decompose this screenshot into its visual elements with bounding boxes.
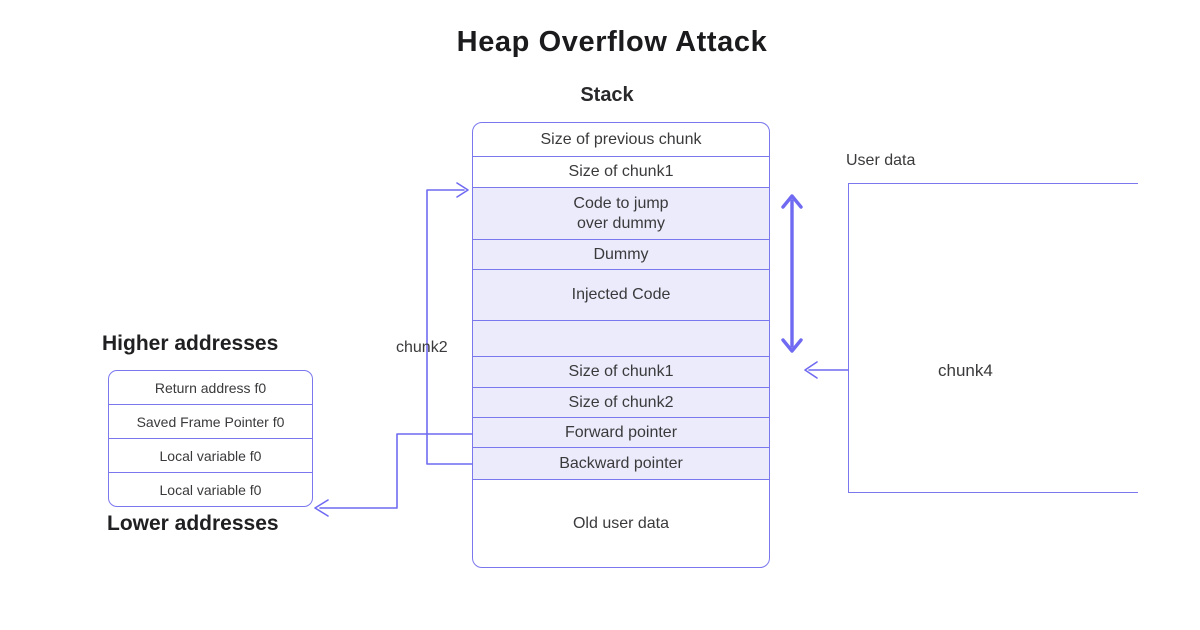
stack-row-backward-pointer: Backward pointer	[473, 447, 769, 479]
stack-frame-box: Return address f0 Saved Frame Pointer f0…	[108, 370, 313, 507]
arrowhead-right-icon	[456, 182, 469, 198]
overflow-span-double-arrow	[781, 194, 803, 353]
stack-row-empty	[473, 320, 769, 356]
frame-row-return-address: Return address f0	[154, 379, 267, 396]
stack-row-old-user-data: Old user data	[473, 479, 769, 567]
stack-row-size-of-chunk1: Size of chunk1	[473, 356, 769, 387]
arrowhead-left-icon	[804, 361, 818, 379]
stack-box: Size of previous chunk Size of chunk1 Co…	[472, 122, 770, 568]
higher-addresses-label: Higher addresses	[102, 332, 279, 355]
frame-row-saved-frame-pointer: Saved Frame Pointer f0	[109, 404, 312, 438]
stack-row-size-of-chunk1-top: Size of chunk1	[473, 156, 769, 187]
chunk2-label: chunk2	[396, 339, 448, 356]
lower-addresses-label: Lower addresses	[107, 512, 279, 535]
arrowhead-left-icon	[314, 499, 329, 517]
stack-row-code-to-jump: Code to jump over dummy	[473, 187, 769, 239]
chunk4-label: chunk4	[938, 361, 993, 380]
user-data-label: User data	[846, 152, 916, 169]
stack-row-size-of-previous-chunk: Size of previous chunk	[540, 130, 702, 148]
frame-row-local-variable-2: Local variable f0	[109, 472, 312, 506]
backward-pointer-arrow	[426, 182, 473, 465]
arrowhead-up-icon	[781, 194, 803, 209]
diagram-title: Heap Overflow Attack	[456, 26, 768, 58]
stack-row-dummy: Dummy	[473, 239, 769, 269]
forward-pointer-arrow	[314, 433, 473, 517]
stack-box-title: Stack	[580, 84, 634, 106]
chunk4-to-stack-arrow	[804, 361, 849, 379]
stack-row-injected-code: Injected Code	[473, 269, 769, 320]
arrowhead-down-icon	[781, 338, 803, 353]
stack-row-size-of-chunk2: Size of chunk2	[473, 387, 769, 417]
chunk4-box	[848, 183, 1138, 493]
frame-row-local-variable-1: Local variable f0	[109, 438, 312, 472]
stack-row-forward-pointer: Forward pointer	[473, 417, 769, 447]
